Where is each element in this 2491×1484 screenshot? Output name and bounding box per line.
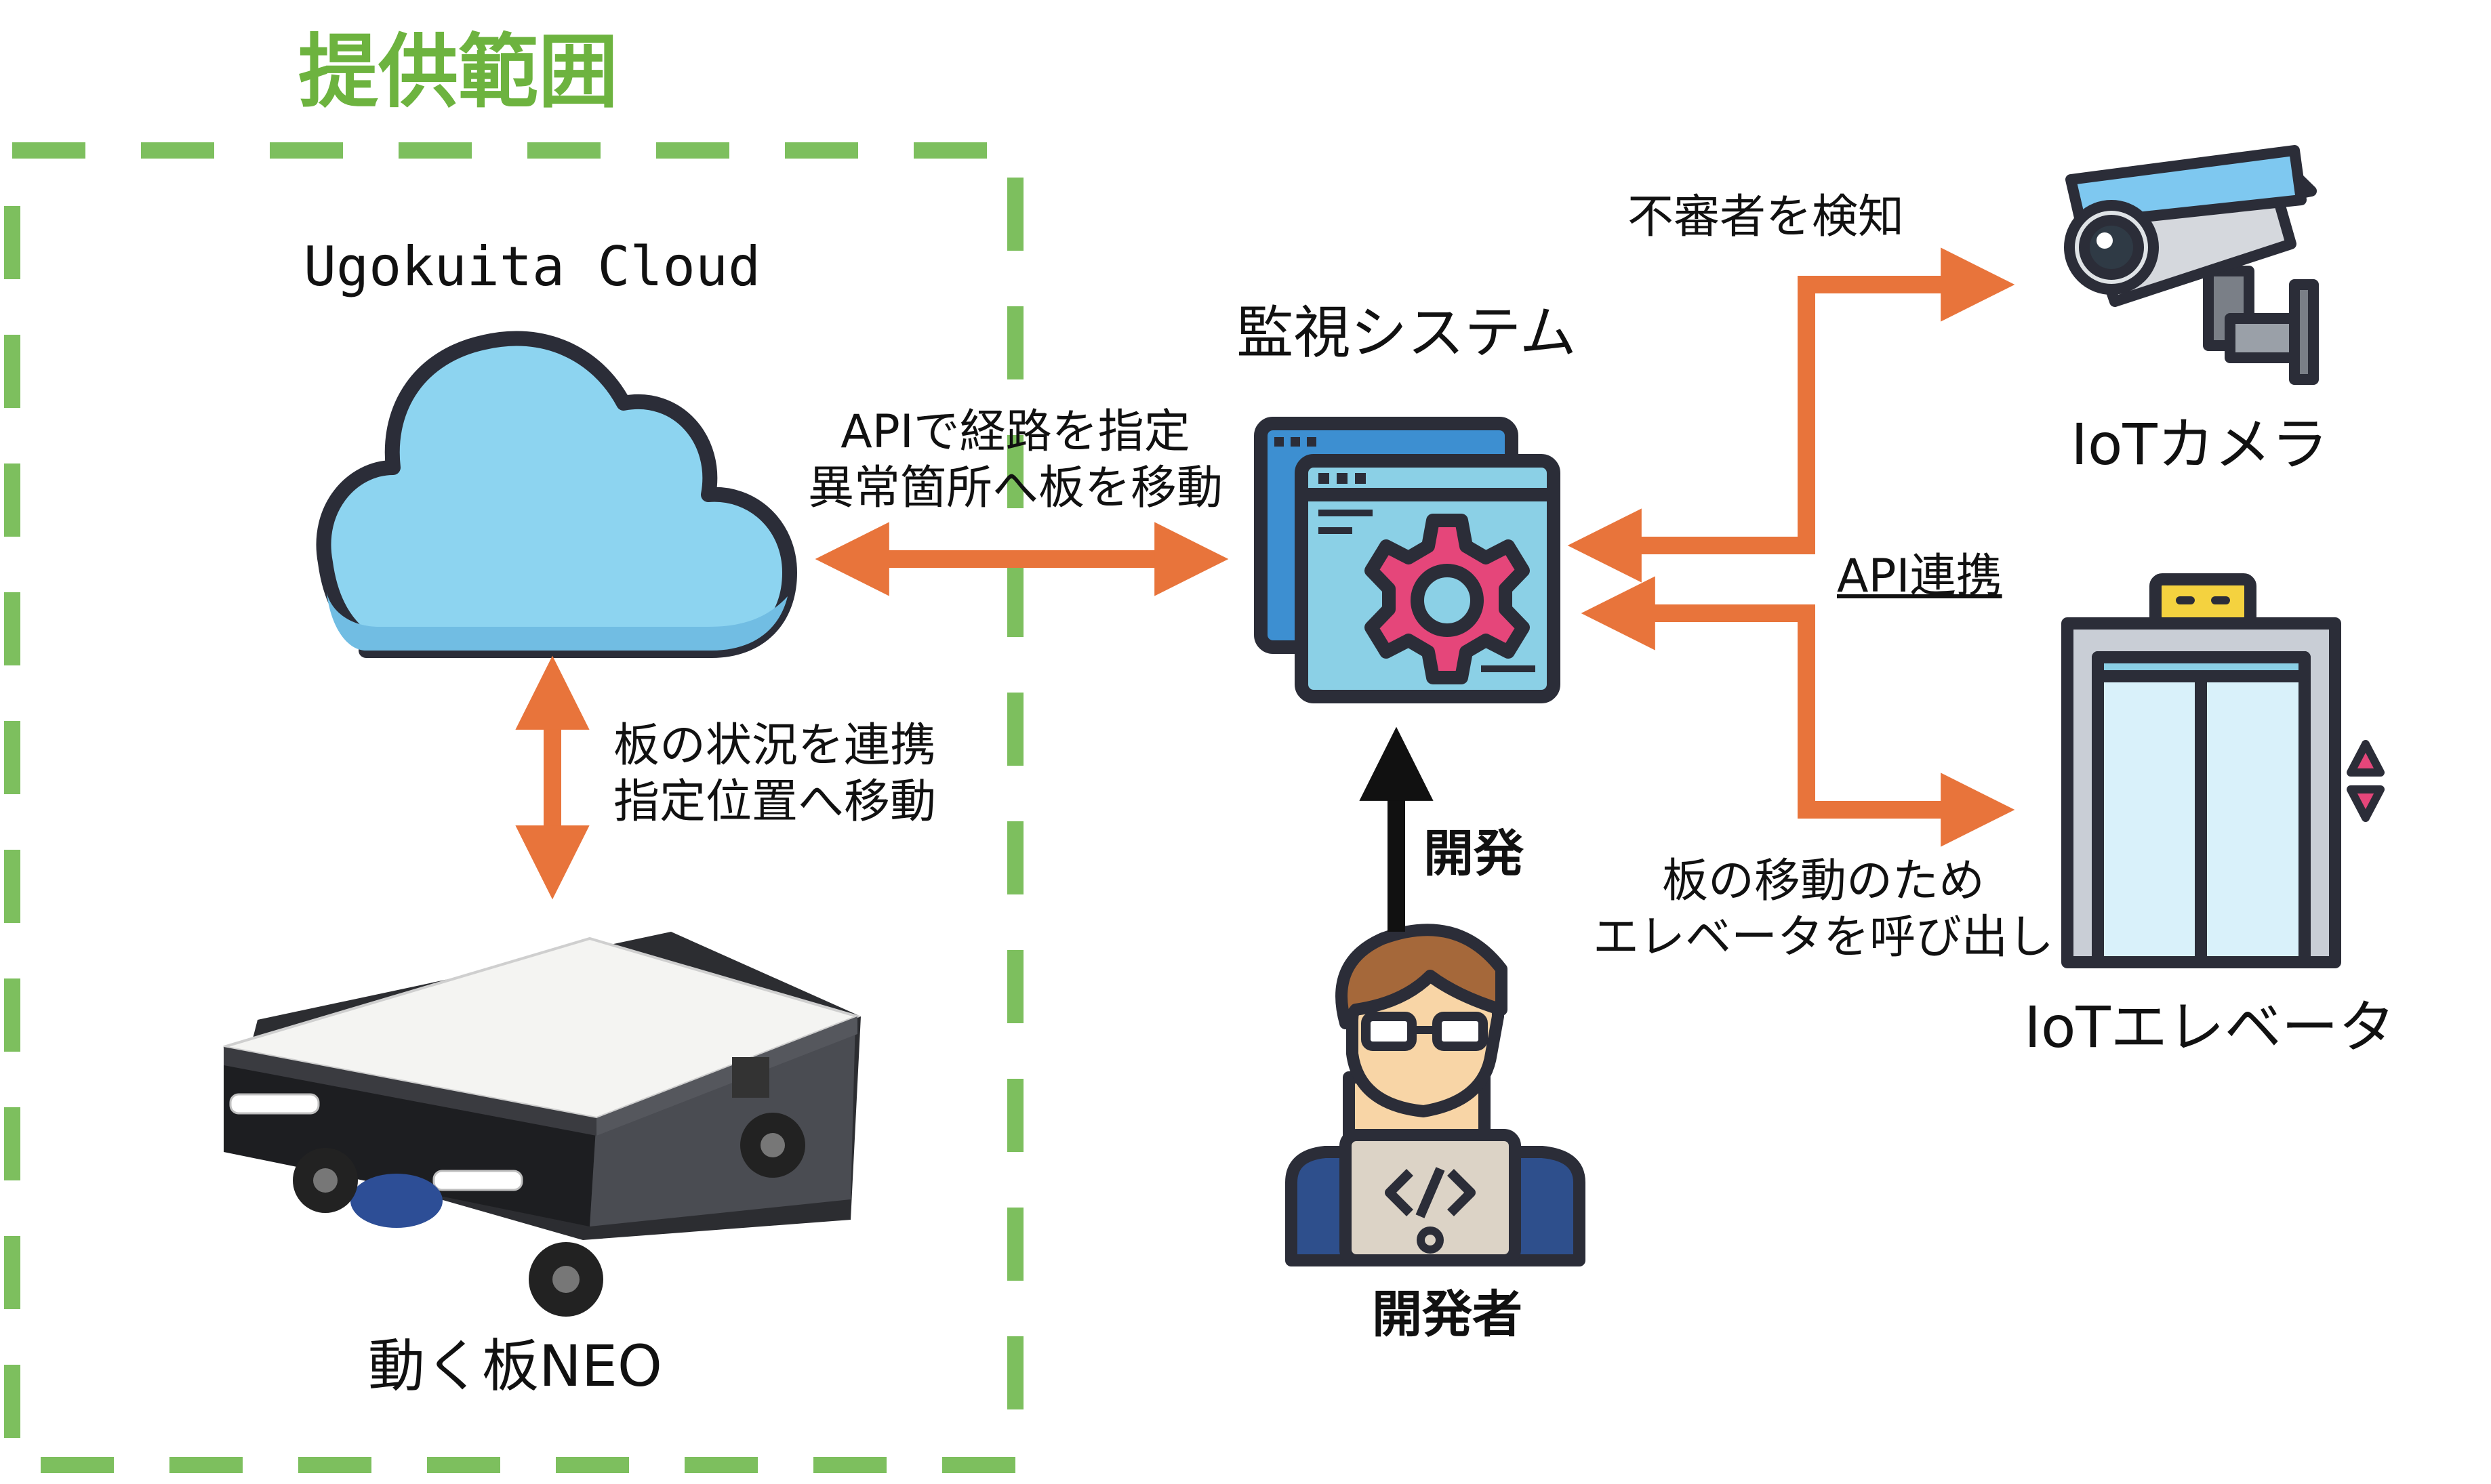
cloud-robot-edge-label: 板の状況を連携 指定位置へ移動 [613, 719, 937, 829]
security-camera-icon [2064, 145, 2319, 385]
monitor-system-icon [1254, 417, 1560, 703]
camera-label: IoTカメラ [2071, 411, 2328, 478]
monitor-label: 監視システム [1236, 300, 1577, 366]
monitor-elevator-edge-label: 板の移動のため エレベータを呼び出し [1592, 854, 2054, 964]
cloud-label: Ugokuita Cloud [303, 235, 761, 298]
monitor-camera-edge-label: 不審者を検知 [1627, 190, 1905, 244]
robot-label: 動く板NEO [367, 1333, 663, 1399]
cloud-monitor-edge-label: APIで経路を指定 異常箇所へ板を移動 [807, 405, 1223, 515]
scope-title: 提供範囲 [298, 25, 619, 119]
robot-image [223, 932, 862, 1317]
dev-monitor-edge-label: 開発 [1423, 825, 1524, 883]
elevator-icon [2061, 573, 2385, 968]
elevator-label: IoTエレベータ [2024, 994, 2395, 1060]
developer-label: 開発者 [1372, 1285, 1522, 1344]
cloud-icon [316, 331, 797, 658]
api-link-label: API連携 [1837, 550, 2002, 603]
developer-icon [1285, 924, 1585, 1266]
elevator-indicator-lights [2176, 596, 2230, 604]
gear-icon [1364, 514, 1530, 684]
monitor-elevator-arrow [1581, 576, 2015, 847]
monitor-camera-arrow [1567, 247, 2015, 583]
